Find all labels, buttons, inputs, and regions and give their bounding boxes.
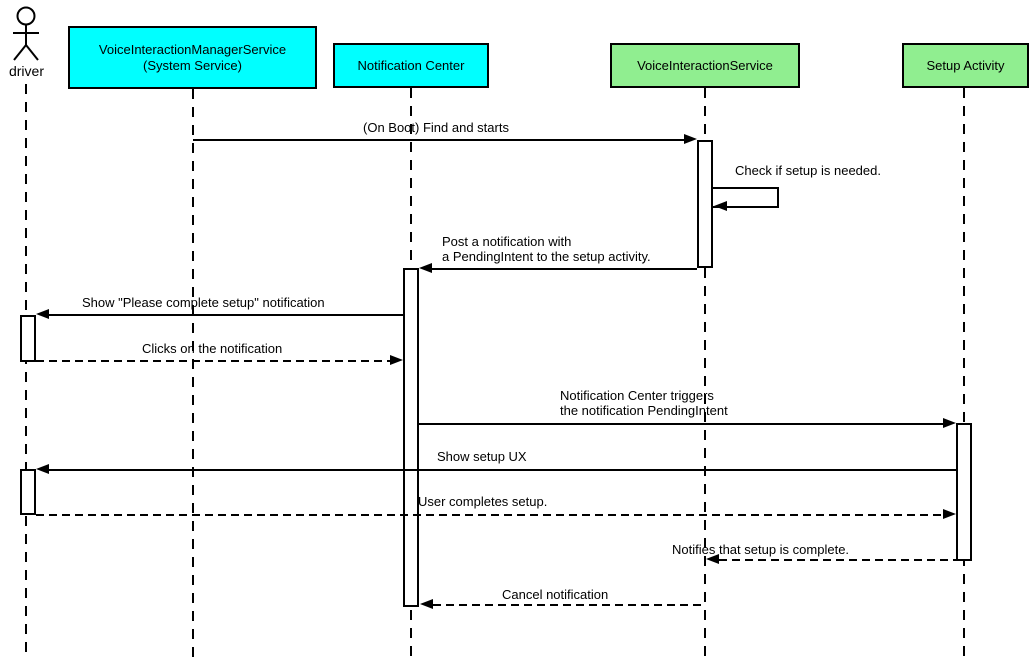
message-8-line — [36, 514, 943, 516]
activation-setup-activity — [956, 423, 972, 561]
message-10-line — [433, 604, 705, 606]
actor-label: driver — [8, 63, 44, 79]
participant-label: Setup Activity — [926, 57, 1005, 73]
activation-notification-center — [403, 268, 419, 607]
message-3-label: Post a notification with — [442, 234, 572, 249]
message-1-line — [193, 139, 684, 141]
message-5-line — [36, 360, 390, 362]
message-5-arrowhead-icon — [390, 355, 403, 365]
message-9-line — [719, 559, 956, 561]
message-6-arrowhead-icon — [943, 418, 956, 428]
message-8-label: User completes setup. — [418, 494, 548, 509]
activation-driver-1 — [20, 315, 36, 362]
participant-setup-activity: Setup Activity — [902, 43, 1029, 88]
message-10-label: Cancel notification — [502, 587, 609, 602]
message-2-arrowhead-icon — [714, 201, 727, 211]
lifeline-driver — [25, 84, 27, 660]
message-2-self-loop — [713, 187, 779, 208]
message-7-line — [49, 469, 956, 471]
message-10-arrowhead-icon — [420, 599, 433, 609]
lifeline-voice-interaction-manager-service — [192, 89, 194, 660]
participant-voice-interaction-manager-service: VoiceInteractionManagerService (System S… — [68, 26, 317, 89]
message-6-line — [419, 423, 943, 425]
message-4-arrowhead-icon — [36, 309, 49, 319]
participant-label: Notification Center — [357, 57, 465, 73]
message-9-arrowhead-icon — [706, 554, 719, 564]
activation-driver-2 — [20, 469, 36, 515]
message-3-line — [432, 268, 697, 270]
message-1-arrowhead-icon — [684, 134, 697, 144]
participant-label: VoiceInteractionService — [637, 57, 773, 73]
participant-label: (System Service) — [143, 57, 242, 73]
message-8-arrowhead-icon — [943, 509, 956, 519]
message-4-line — [49, 314, 403, 316]
participant-label: VoiceInteractionManagerService — [98, 41, 287, 57]
message-9-label: Notifies that setup is complete. — [672, 542, 850, 557]
message-4-label: Show "Please complete setup" notificatio… — [82, 295, 325, 310]
lifeline-voice-interaction-service — [704, 88, 706, 660]
lifeline-setup-activity — [963, 88, 965, 660]
message-7-label: Show setup UX — [437, 449, 527, 464]
message-3-label: a PendingIntent to the setup activity. — [442, 249, 651, 264]
activation-voice-interaction-service — [697, 140, 713, 268]
message-2-label: Check if setup is needed. — [735, 163, 881, 178]
message-6-label: Notification Center triggers — [560, 388, 714, 403]
participant-notification-center: Notification Center — [333, 43, 489, 88]
message-1-label: (On Boot) Find and starts — [363, 120, 509, 135]
actor-stick-figure-icon — [13, 6, 39, 61]
message-3-arrowhead-icon — [419, 263, 432, 273]
message-5-label: Clicks on the notification — [142, 341, 283, 356]
message-7-arrowhead-icon — [36, 464, 49, 474]
participant-voice-interaction-service: VoiceInteractionService — [610, 43, 800, 88]
message-6-label: the notification PendingIntent — [560, 403, 728, 418]
